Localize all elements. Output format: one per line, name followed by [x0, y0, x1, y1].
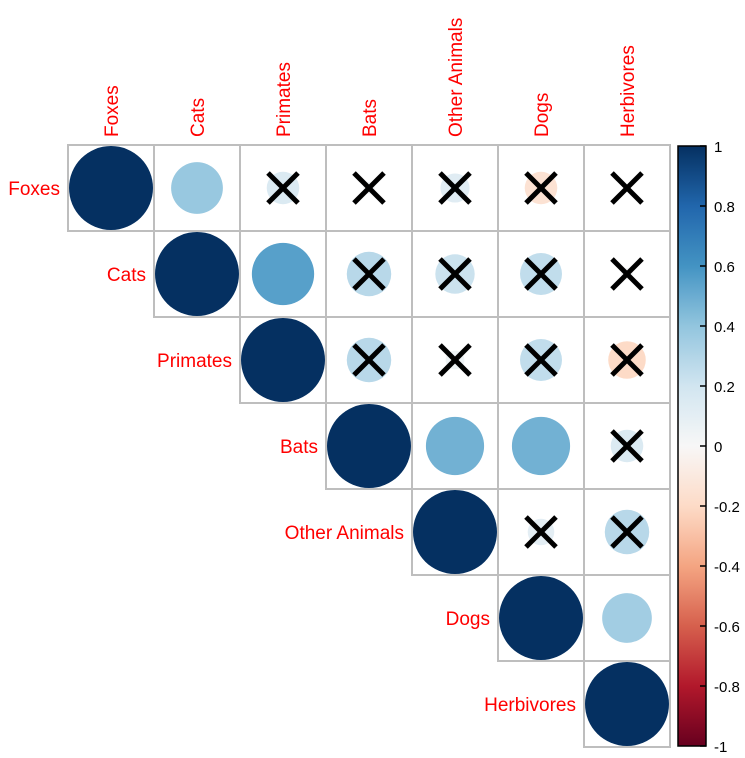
colorbar-tick-label: 1 [714, 139, 722, 156]
cross-stroke [438, 343, 472, 377]
cross-stroke [524, 257, 558, 291]
row-label: Other Animals [285, 523, 404, 544]
insignificant-cross [610, 343, 644, 377]
cross-layer [266, 171, 644, 549]
row-label: Herbivores [484, 695, 576, 716]
colorbar-tick-label: 0.4 [714, 319, 735, 336]
colorbar-tick-label: 0.6 [714, 259, 735, 276]
insignificant-cross [524, 171, 558, 205]
correlation-circle [413, 490, 497, 574]
cross-stroke [266, 171, 300, 205]
cross-stroke [524, 515, 558, 549]
correlation-circle [155, 232, 239, 316]
correlation-circle [171, 162, 223, 214]
correlation-circle [585, 662, 669, 746]
cross-stroke [610, 171, 644, 205]
correlation-circle [511, 416, 571, 476]
column-label: Cats [188, 98, 209, 137]
cross-stroke [610, 257, 644, 291]
cross-stroke [610, 429, 644, 463]
insignificant-cross [524, 515, 558, 549]
correlation-circle [69, 146, 153, 230]
cross-stroke [352, 171, 386, 205]
column-label: Primates [274, 62, 295, 137]
column-label: Other Animals [446, 18, 467, 137]
insignificant-cross [438, 343, 472, 377]
correlation-circle [602, 593, 652, 643]
insignificant-cross [610, 429, 644, 463]
cross-stroke [438, 257, 472, 291]
colorbar: 1 0.8 0.6 0.4 0.2 0 -0.2 -0.4 -0.6 -0.8 -1 [677, 139, 740, 756]
column-label: Herbivores [618, 45, 639, 137]
insignificant-cross [266, 171, 300, 205]
colorbar-tick-label: 0.2 [714, 379, 735, 396]
row-label: Dogs [446, 609, 490, 630]
insignificant-cross [352, 257, 386, 291]
column-label: Bats [360, 99, 381, 137]
correlation-circle [251, 242, 315, 306]
row-label: Foxes [8, 179, 60, 200]
cross-stroke [352, 257, 386, 291]
colorbar-tick-label: -0.6 [714, 619, 740, 636]
colorbar-tick-label: 0.8 [714, 199, 735, 216]
colorbar-tick-label: -1 [714, 739, 727, 756]
row-label: Bats [280, 437, 318, 458]
colorbar-tick-label: -0.4 [714, 559, 740, 576]
column-label: Dogs [532, 93, 553, 137]
insignificant-cross [438, 171, 472, 205]
insignificant-cross [610, 171, 644, 205]
insignificant-cross [610, 257, 644, 291]
row-label: Cats [107, 265, 146, 286]
insignificant-cross [352, 171, 386, 205]
cross-stroke [610, 515, 644, 549]
colorbar-tick-label: 0 [714, 439, 722, 456]
insignificant-cross [524, 257, 558, 291]
insignificant-cross [524, 343, 558, 377]
correlation-circle [241, 318, 325, 402]
cross-stroke [438, 171, 472, 205]
colorbar-tick-label: -0.8 [714, 679, 740, 696]
correlation-circle [499, 576, 583, 660]
cross-stroke [610, 343, 644, 377]
insignificant-cross [352, 343, 386, 377]
grid-cell [583, 402, 671, 490]
insignificant-cross [438, 257, 472, 291]
colorbar-tick-label: -0.2 [714, 499, 740, 516]
cross-stroke [352, 343, 386, 377]
insignificant-cross [610, 515, 644, 549]
row-label: Primates [157, 351, 232, 372]
correlation-circle [425, 416, 485, 476]
cross-stroke [524, 171, 558, 205]
column-label: Foxes [102, 85, 123, 137]
correlation-circle [327, 404, 411, 488]
cross-stroke [524, 343, 558, 377]
